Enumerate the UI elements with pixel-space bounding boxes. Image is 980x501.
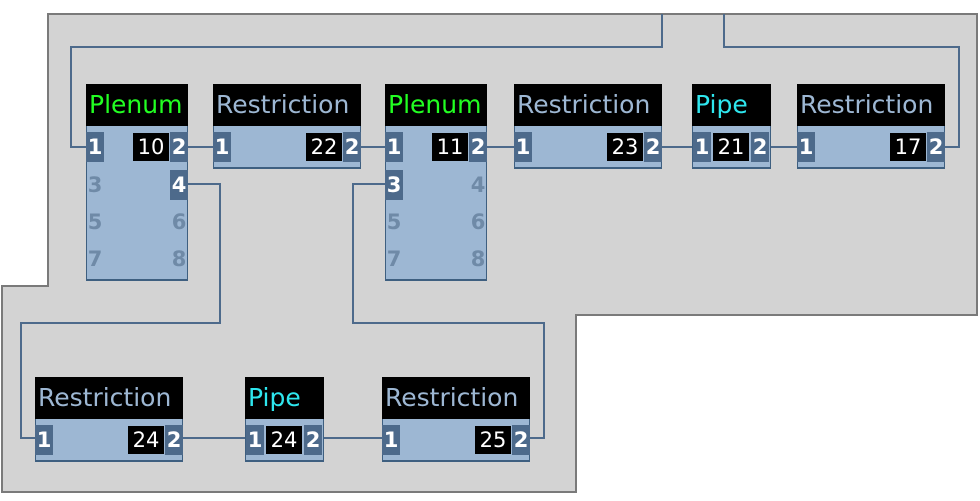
port-1[interactable]: 1 xyxy=(86,132,104,162)
port-5[interactable]: 5 xyxy=(386,210,402,234)
block-title: Restriction xyxy=(797,84,945,126)
block-id-tag: 22 xyxy=(306,133,342,161)
pipe-block-24[interactable]: Pipe 24 1 2 xyxy=(245,377,324,462)
wire-p11-port3-r25 xyxy=(352,183,545,439)
block-title: Pipe xyxy=(692,84,771,126)
port-2[interactable]: 2 xyxy=(469,132,487,162)
block-title: Pipe xyxy=(245,377,324,419)
block-title: Restriction xyxy=(382,377,530,419)
port-8[interactable]: 8 xyxy=(171,247,187,271)
port-2[interactable]: 2 xyxy=(343,132,361,162)
restriction-block-25[interactable]: Restriction 25 1 2 xyxy=(382,377,530,462)
plenum-block-10[interactable]: Plenum 10 1 2 3 4 5 6 7 8 xyxy=(86,84,188,281)
port-2[interactable]: 2 xyxy=(170,132,188,162)
port-2[interactable]: 2 xyxy=(512,425,530,455)
port-1[interactable]: 1 xyxy=(797,132,815,162)
port-5[interactable]: 5 xyxy=(87,210,103,234)
port-4[interactable]: 4 xyxy=(170,170,188,200)
port-1[interactable]: 1 xyxy=(213,132,231,162)
port-6[interactable]: 6 xyxy=(470,210,486,234)
port-2[interactable]: 2 xyxy=(927,132,945,162)
block-title: Restriction xyxy=(213,84,361,126)
restriction-block-24[interactable]: Restriction 24 1 2 xyxy=(35,377,183,462)
port-2[interactable]: 2 xyxy=(644,132,662,162)
block-id-tag: 17 xyxy=(890,133,926,161)
block-title: Restriction xyxy=(514,84,662,126)
block-id-tag: 24 xyxy=(128,426,164,454)
block-id-tag: 11 xyxy=(432,133,468,161)
port-7[interactable]: 7 xyxy=(87,247,103,271)
port-6[interactable]: 6 xyxy=(171,210,187,234)
restriction-block-17[interactable]: Restriction 17 1 2 xyxy=(797,84,945,169)
port-1[interactable]: 1 xyxy=(385,132,403,162)
restriction-block-22[interactable]: Restriction 22 1 2 xyxy=(213,84,361,169)
block-id-tag: 23 xyxy=(607,133,643,161)
port-3[interactable]: 3 xyxy=(385,170,403,200)
port-7[interactable]: 7 xyxy=(386,247,402,271)
block-id-tag: 21 xyxy=(713,133,749,161)
port-1[interactable]: 1 xyxy=(35,425,53,455)
restriction-block-23[interactable]: Restriction 23 1 2 xyxy=(514,84,662,169)
pipe-block-21[interactable]: Pipe 21 1 2 xyxy=(692,84,771,169)
wire-loop-top-right xyxy=(723,14,960,148)
port-4[interactable]: 4 xyxy=(470,173,486,197)
port-3[interactable]: 3 xyxy=(87,173,103,197)
port-1[interactable]: 1 xyxy=(246,425,264,455)
port-2[interactable]: 2 xyxy=(751,132,769,162)
block-id-tag: 25 xyxy=(475,426,511,454)
block-title: Plenum xyxy=(385,84,487,126)
port-2[interactable]: 2 xyxy=(165,425,183,455)
block-title: Plenum xyxy=(86,84,188,126)
port-1[interactable]: 1 xyxy=(382,425,400,455)
block-id-tag: 24 xyxy=(266,426,302,454)
block-id-tag: 10 xyxy=(133,133,169,161)
port-2[interactable]: 2 xyxy=(304,425,322,455)
wire-p10-port4-r24 xyxy=(20,183,221,439)
port-1[interactable]: 1 xyxy=(514,132,532,162)
plenum-block-11[interactable]: Plenum 11 1 2 3 4 5 6 7 8 xyxy=(385,84,487,281)
port-8[interactable]: 8 xyxy=(470,247,486,271)
block-title: Restriction xyxy=(35,377,183,419)
wire-loop-top xyxy=(70,14,663,148)
port-1[interactable]: 1 xyxy=(693,132,711,162)
